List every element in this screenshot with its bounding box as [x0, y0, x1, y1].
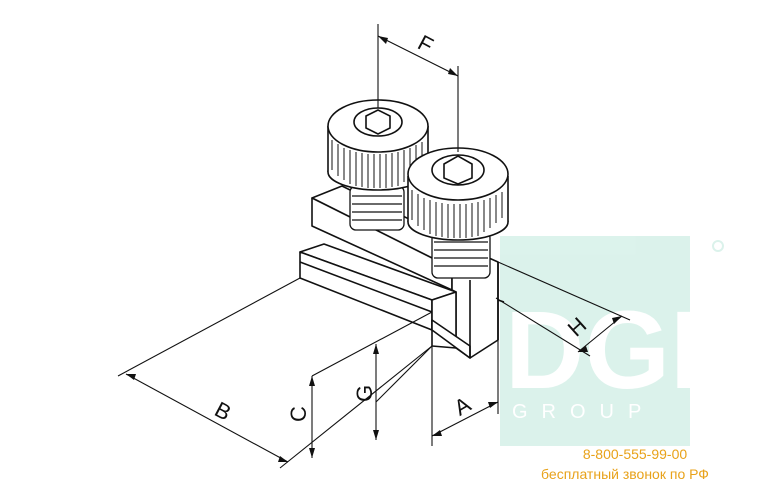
contact-phone: 8-800-555-99-00 [582, 446, 688, 462]
arrowheads [126, 36, 622, 462]
dim-label-c: C [286, 406, 311, 422]
dimension-lines [117, 24, 631, 469]
screw-head-front [407, 147, 509, 241]
knurl-front [411, 190, 503, 238]
dgm-watermark: DGM GROUP [500, 236, 760, 446]
dim-label-b: B [211, 397, 236, 426]
dim-label-g: G [352, 385, 377, 402]
screw-threads [349, 185, 491, 279]
watermark-brand: DGM [505, 289, 760, 412]
dim-label-f: F [414, 30, 438, 58]
contact-free-call: бесплатный звонок по РФ [541, 466, 709, 482]
watermark-sub: GROUP [512, 401, 655, 423]
